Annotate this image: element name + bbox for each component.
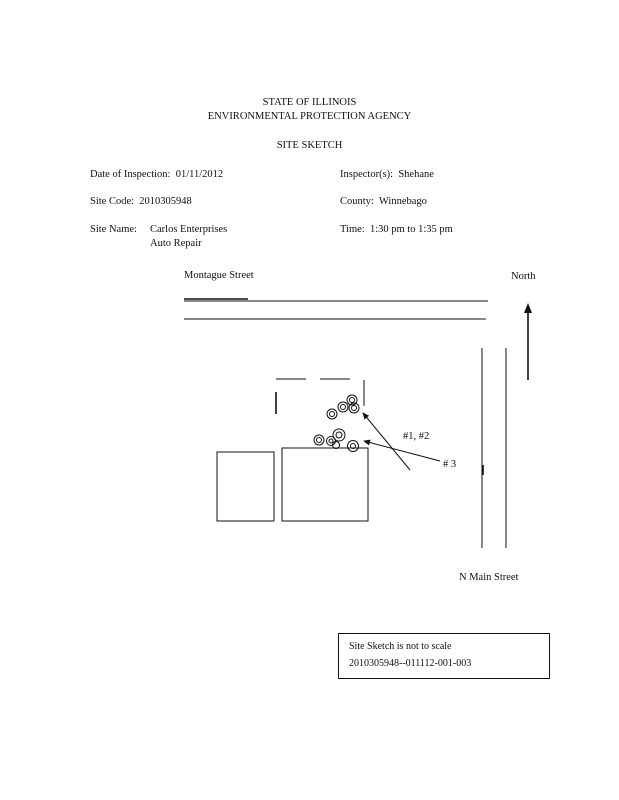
photo-id: 2010305948--011112-001-003 [349, 658, 472, 669]
time-label: Time: [340, 224, 365, 235]
street-label-main: N Main Street [459, 572, 519, 583]
street-label-montague: Montague Street [184, 270, 254, 281]
building-outlines [216, 378, 369, 522]
site-code: Site Code: 2010305948 [90, 196, 192, 208]
site-name-label: Site Name: [90, 224, 137, 235]
date-of-inspection: Date of Inspection: 01/11/2012 [90, 169, 224, 181]
site-name-line1: Carlos Enterprises [150, 224, 228, 235]
time: Time: 1:30 pm to 1:35 pm [340, 224, 453, 236]
date-value: 01/11/2012 [175, 169, 224, 180]
site-code-label: Site Code: [90, 196, 135, 207]
site-name-line2: Auto Repair [150, 238, 202, 249]
header-state: STATE OF ILLINOIS [262, 97, 357, 108]
photo-label-3: # 3 [443, 459, 457, 470]
county-label: County: [340, 196, 374, 207]
photo-label-1-2: #1, #2 [403, 431, 430, 442]
montague-street [184, 298, 488, 320]
date-label: Date of Inspection: [90, 169, 171, 180]
header-agency: ENVIRONMENTAL PROTECTION AGENCY [207, 111, 412, 122]
inspector-label: Inspector(s): [340, 169, 394, 180]
tire-pile-icon [313, 394, 360, 452]
photo-direction-arrows [362, 412, 441, 471]
scale-note: Site Sketch is not to scale [349, 641, 452, 652]
page-title: SITE SKETCH [276, 140, 343, 151]
scale-note-box: Site Sketch is not to scale 2010305948--… [338, 633, 550, 679]
time-value: 1:30 pm to 1:35 pm [369, 224, 453, 235]
county: County: Winnebago [340, 196, 427, 208]
site-code-value: 2010305948 [139, 196, 192, 207]
north-arrow-icon [524, 303, 532, 380]
inspector-value: Shehane [398, 169, 434, 180]
inspector: Inspector(s): Shehane [340, 169, 434, 181]
main-street [481, 348, 507, 548]
north-label: North [511, 271, 536, 282]
county-value: Winnebago [378, 196, 427, 207]
